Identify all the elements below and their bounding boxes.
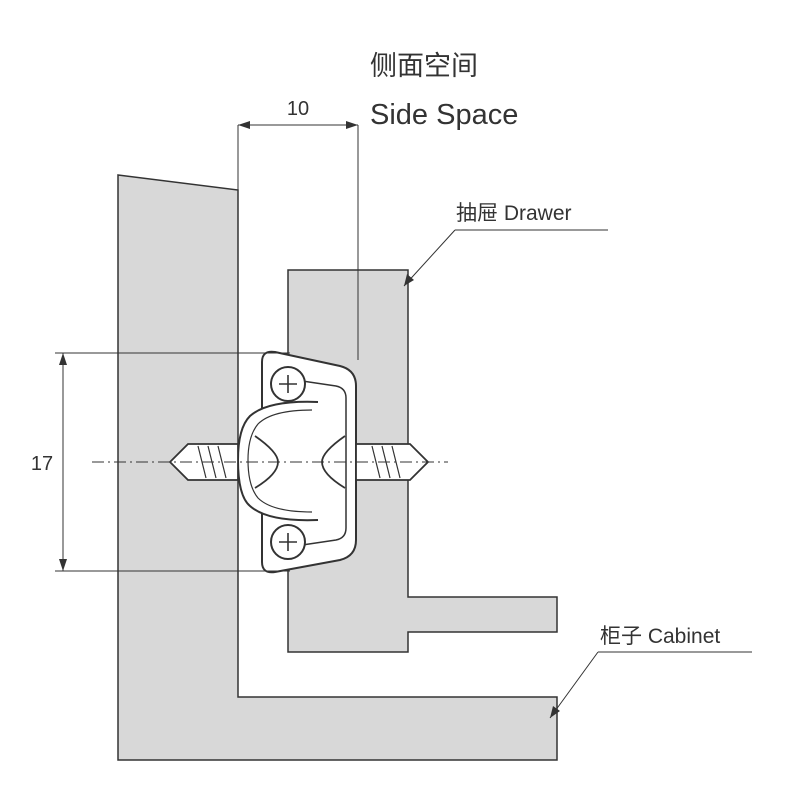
cabinet-leader [549, 651, 752, 719]
drawer-panel [287, 269, 558, 653]
dimension-height [55, 352, 290, 572]
cabinet-label: 柜子 Cabinet [600, 625, 720, 648]
dimension-height-label: 17 [31, 453, 53, 475]
screw-bottom [270, 524, 306, 560]
dimension-width [237, 121, 359, 360]
side-space-label-cn: 侧面空间 [370, 51, 478, 81]
rail-inner-member [281, 377, 347, 549]
rail-cradle-left-inner [247, 409, 313, 513]
side-space-label-en: Side Space [370, 99, 518, 131]
dimension-width-label: 10 [287, 98, 309, 120]
drawer-leader [403, 229, 608, 287]
drawer-label: 抽屉 Drawer [456, 202, 572, 225]
screw-top [270, 366, 306, 402]
